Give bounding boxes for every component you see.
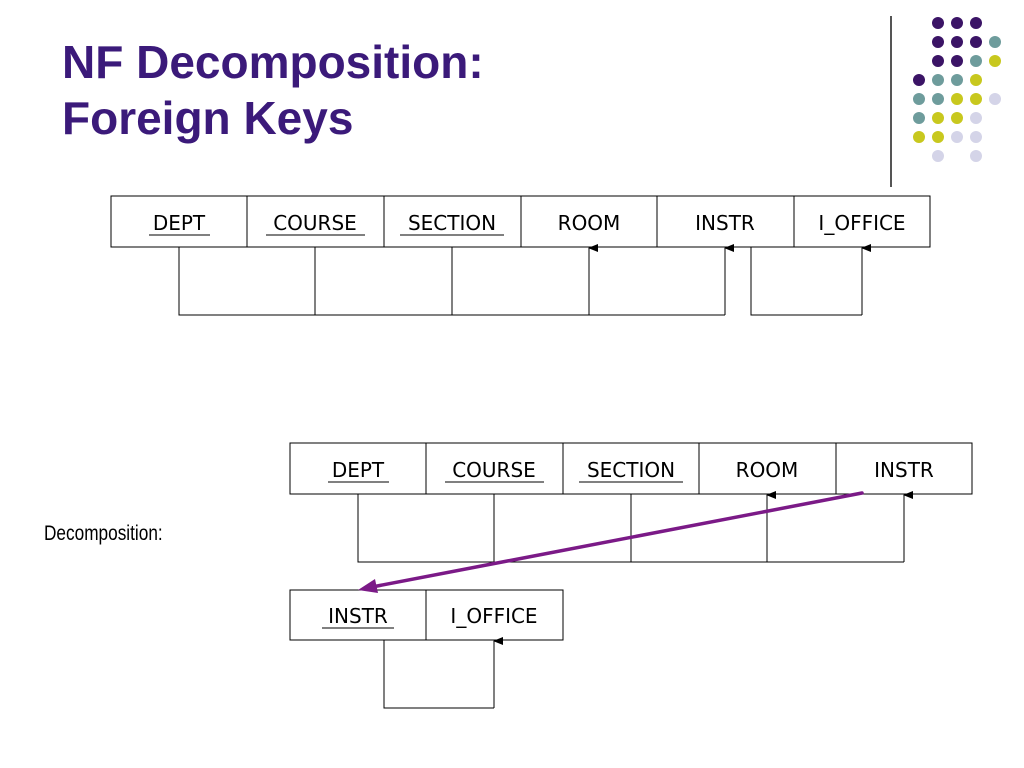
attr-section-2: SECTION [587,458,675,482]
attr-dept: DEPT [153,211,206,235]
attr-room-2: ROOM [736,458,799,482]
decorative-dot [970,131,982,143]
decomposed-instr-relation: INSTR I_OFFICE [289,589,564,709]
fd-instr-to-office-3 [383,637,503,709]
decorative-dot [951,17,963,29]
attr-i-office-3: I_OFFICE [450,604,537,628]
decorative-dot [913,93,925,105]
decorative-dot [970,112,982,124]
decorative-dot [932,74,944,86]
decorative-dot [970,150,982,162]
decorative-dot [989,93,1001,105]
decorative-dot [913,131,925,143]
decorative-dot [932,112,944,124]
title-divider [890,16,892,187]
slide-title-line-2: Foreign Keys [62,92,354,144]
slide-title: NF Decomposition: Foreign Keys [62,34,484,146]
attr-course-2: COURSE [452,458,536,482]
decomposition-label: Decomposition: [44,522,163,545]
decorative-dot [970,17,982,29]
decorative-dot [932,36,944,48]
decorative-dot [932,150,944,162]
decorative-dot [951,93,963,105]
decorative-dot [932,93,944,105]
fd-key-to-room-instr-2 [357,491,913,563]
original-relation: DEPT COURSE SECTION ROOM INSTR I_OFFICE [110,195,931,316]
decorative-dot [932,131,944,143]
foreign-key-arrow [358,491,864,593]
attr-instr: INSTR [695,211,755,235]
attr-instr-2: INSTR [874,458,934,482]
decorative-dot [989,55,1001,67]
decorative-dot [970,93,982,105]
attr-room: ROOM [558,211,621,235]
attr-instr-3: INSTR [328,604,388,628]
decomposed-main-relation: DEPT COURSE SECTION ROOM INSTR [289,442,973,563]
attr-course: COURSE [273,211,357,235]
decorative-dot [970,36,982,48]
decorative-dot [932,17,944,29]
decorative-dot [951,131,963,143]
decorative-dot [989,36,1001,48]
attr-i-office: I_OFFICE [818,211,905,235]
fd-instr-to-office [750,244,871,316]
attr-dept-2: DEPT [332,458,385,482]
decorative-dot [913,112,925,124]
decorative-dot [970,55,982,67]
decorative-dot [951,112,963,124]
decorative-dot [913,74,925,86]
decorative-dot [951,36,963,48]
fd-key-to-room-instr [178,244,734,316]
decorative-dot-grid [913,17,1001,162]
decorative-dot [951,55,963,67]
decorative-dot [951,74,963,86]
attr-section: SECTION [408,211,496,235]
decorative-dot [970,74,982,86]
decorative-dot [932,55,944,67]
slide-title-line-1: NF Decomposition: [62,36,484,88]
